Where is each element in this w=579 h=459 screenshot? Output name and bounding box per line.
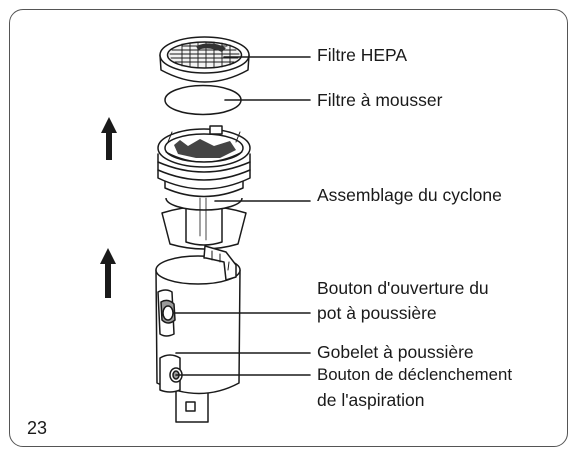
label-dust-cup-open-button-line1: Bouton d'ouverture du [317,277,489,299]
up-arrow-icon [101,117,117,160]
cyclone-assembly-part [158,126,250,249]
label-foam-filter: Filtre à mousser [317,89,442,111]
up-arrow-icon [100,248,116,298]
label-hepa-filter: Filtre HEPA [317,44,407,66]
dust-cup-part [156,246,240,422]
label-dust-cup: Gobelet à poussière [317,341,474,363]
label-dust-cup-open-button-line2: pot à poussière [317,302,437,324]
label-suction-release-button-line1: Bouton de déclenchement [317,364,512,386]
page-number: 23 [27,418,47,439]
hepa-filter-part [160,37,249,82]
label-cyclone-assembly: Assemblage du cyclone [317,184,502,206]
label-suction-release-button-line2: de l'aspiration [317,389,424,411]
